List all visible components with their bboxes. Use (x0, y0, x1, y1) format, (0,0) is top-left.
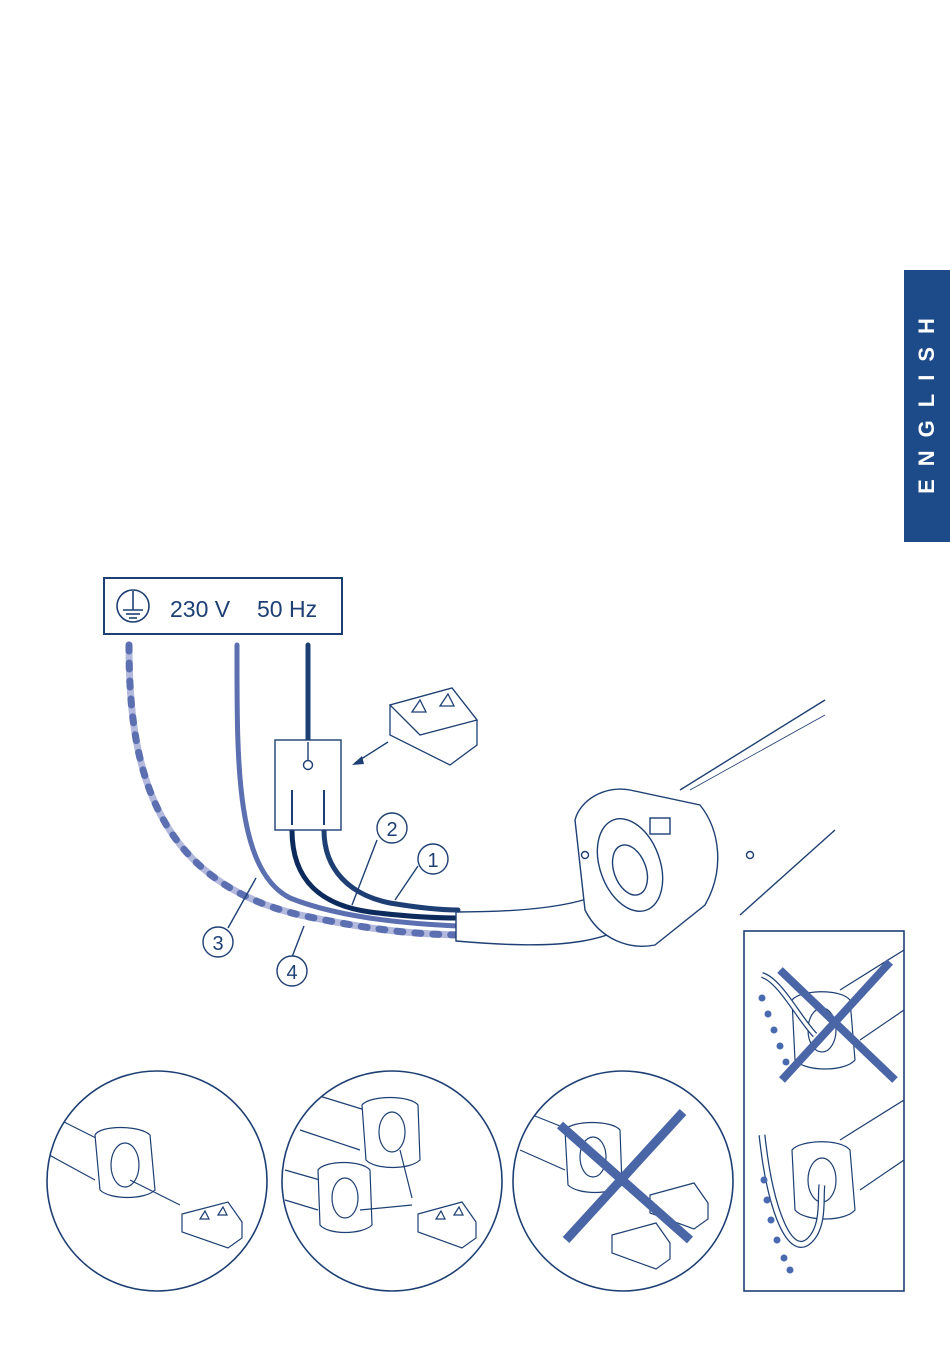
circle-prohibited-two-buttons (513, 1071, 733, 1291)
switch-icon (275, 740, 341, 830)
supply-voltage: 230 V (170, 596, 231, 622)
control-button-icon (390, 688, 477, 765)
callout-2-label: 2 (386, 819, 397, 841)
circle-two-motors (282, 1071, 502, 1291)
callout-1-label: 1 (427, 850, 438, 872)
power-supply-box: 230 V 50 Hz (104, 578, 342, 634)
motor-tube-icon (456, 700, 835, 946)
supply-frequency: 50 Hz (257, 596, 317, 622)
circle-single-motor (40, 1071, 267, 1291)
callout-3-label: 3 (212, 933, 223, 955)
cable-routing-box (744, 931, 904, 1291)
callout-4-label: 4 (286, 962, 297, 984)
